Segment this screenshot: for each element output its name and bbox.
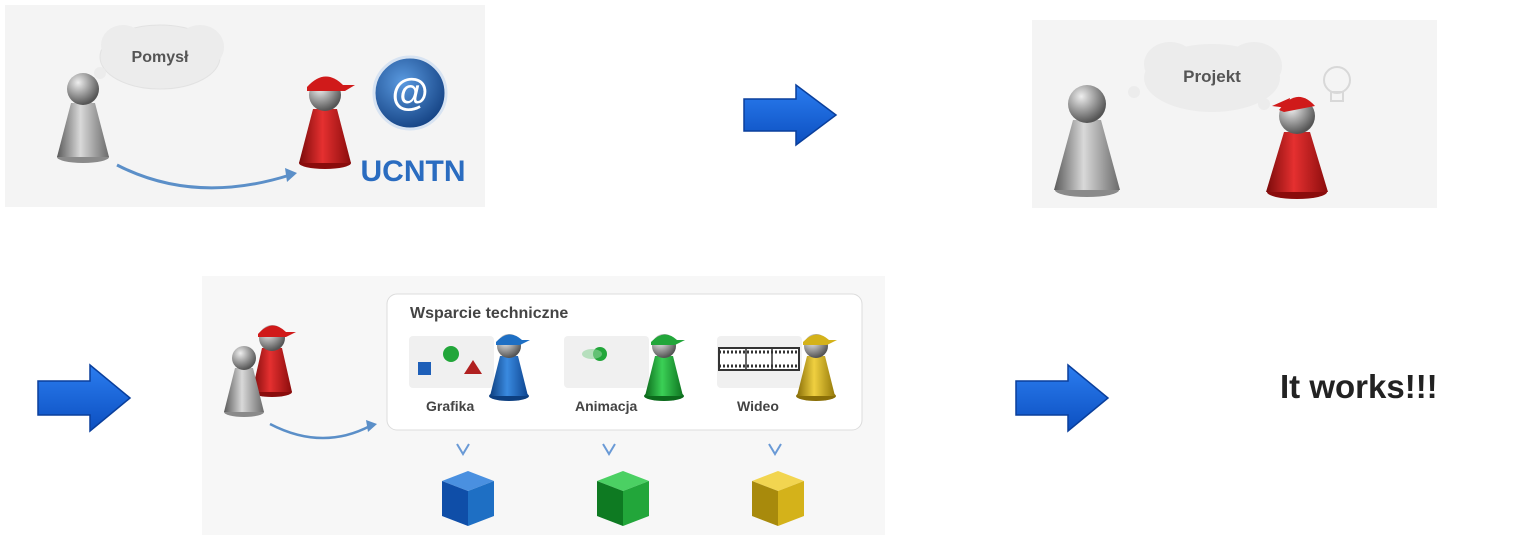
panel-idea-text: Pomysł @ UCNTN	[5, 5, 485, 207]
column-label-graphics: Grafika	[426, 398, 474, 414]
right-arrow-icon	[36, 363, 132, 433]
right-arrow-icon	[1014, 363, 1110, 433]
bubble-text-project: Projekt	[1183, 67, 1241, 86]
green-cube-icon	[597, 471, 649, 526]
bubble-text-idea: Pomysł	[132, 49, 189, 66]
yellow-cube-icon	[752, 471, 804, 526]
support-box-title: Wsparcie techniczne	[410, 305, 568, 323]
logo-text: UCNTN	[361, 155, 466, 188]
result-text: It works!!!	[1280, 368, 1438, 406]
column-label-video: Wideo	[737, 398, 779, 414]
blue-cube-icon	[442, 471, 494, 526]
right-arrow-icon	[742, 83, 838, 147]
panel-project: Projekt	[1032, 20, 1437, 208]
panel-technical-support: Wsparcie techniczne Grafika Animacja Wid…	[202, 276, 885, 535]
column-label-animation: Animacja	[575, 398, 637, 414]
panel-idea: Pomysł @ UCNTN	[5, 5, 485, 207]
logo-at-symbol: @	[391, 72, 428, 114]
panel-project-illustration: Projekt	[1032, 20, 1437, 208]
